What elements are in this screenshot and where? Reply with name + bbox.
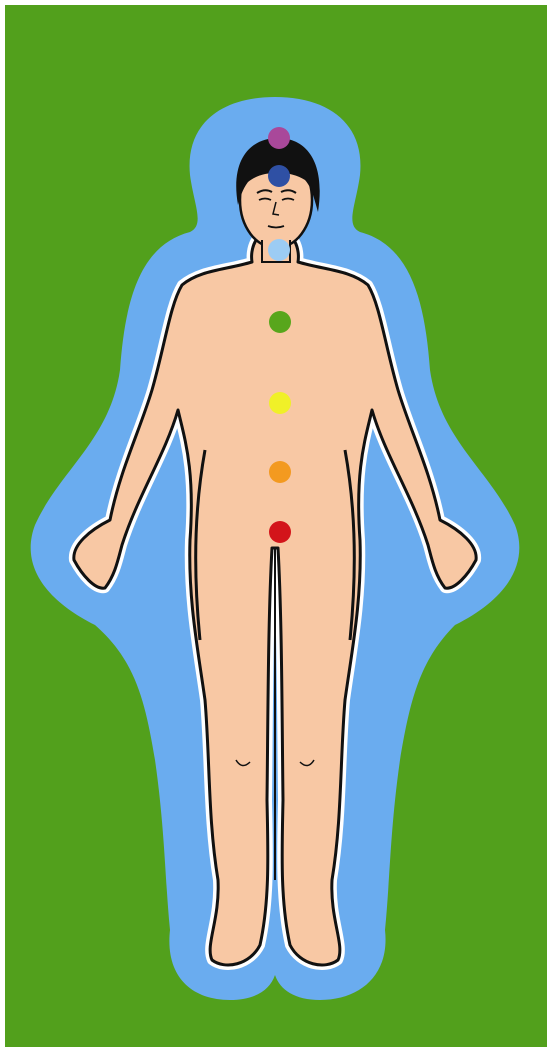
chakra-throat	[268, 239, 290, 261]
leg-divide-line	[275, 548, 276, 880]
chakra-heart	[269, 311, 291, 333]
chakra-sacral	[269, 461, 291, 483]
chakra-third-eye	[268, 165, 290, 187]
chakra-crown	[268, 127, 290, 149]
chakra-root	[269, 521, 291, 543]
chakra-solar-plexus	[269, 392, 291, 414]
